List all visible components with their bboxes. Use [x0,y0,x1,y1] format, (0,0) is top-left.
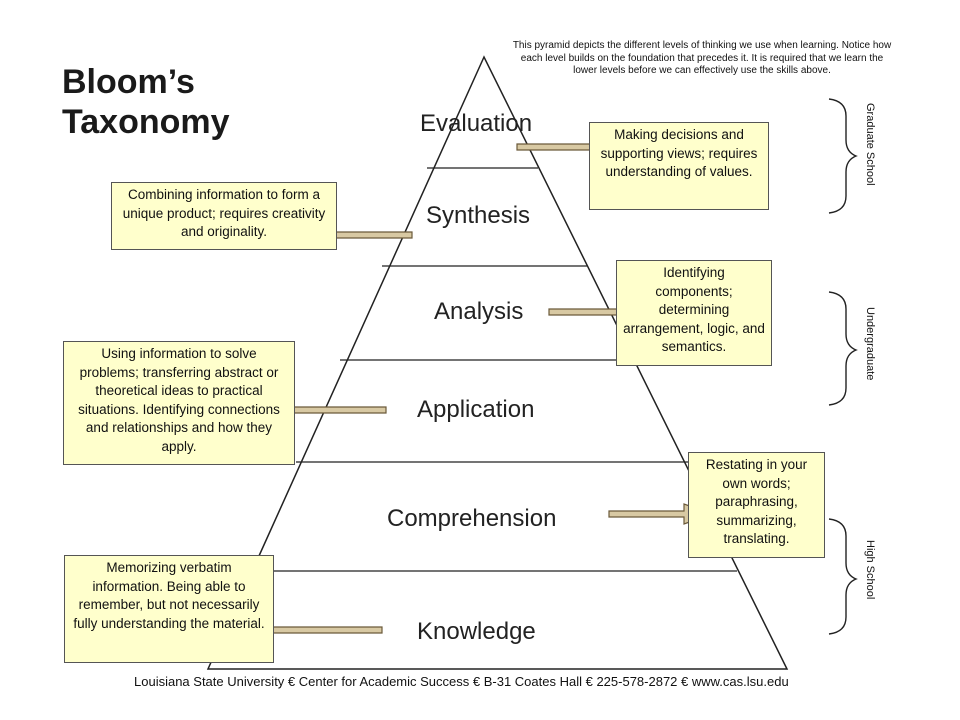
note-analysis: Identifying components; determining arra… [616,260,772,366]
level-label-evaluation: Evaluation [420,110,533,137]
title-line-2: Taxonomy [62,103,230,141]
band-label-undergraduate: Undergraduate [864,307,876,381]
note-application-text: Using information to solve problems; tra… [78,346,280,454]
brace-graduate-school [828,98,858,214]
note-synthesis: Combining information to form a unique p… [111,182,337,250]
band-label-high-school: High School [864,540,876,600]
intro-text: This pyramid depicts the different level… [512,40,892,76]
level-label-synthesis: Synthesis [426,202,531,229]
level-label-application: Application [417,396,535,423]
note-synthesis-text: Combining information to form a unique p… [122,187,326,239]
note-analysis-text: Identifying components; determining arra… [623,265,765,354]
band-label-graduate-school: Graduate School [864,103,876,186]
note-comprehension: Restating in your own words; paraphrasin… [688,452,825,558]
note-evaluation: Making decisions and supporting views; r… [589,122,769,210]
note-evaluation-text: Making decisions and supporting views; r… [600,127,758,179]
title-line-1: Bloom’s [62,63,195,101]
level-label-analysis: Analysis [434,298,524,325]
brace-high-school [828,518,858,635]
level-label-knowledge: Knowledge [417,618,536,645]
footer-text: Louisiana State University € Center for … [134,674,789,689]
page-title: Bloom’s Taxonomy [62,62,230,142]
note-knowledge: Memorizing verbatim information. Being a… [64,555,274,663]
brace-undergraduate [828,291,858,406]
note-comprehension-text: Restating in your own words; paraphrasin… [705,457,808,546]
note-application: Using information to solve problems; tra… [63,341,295,465]
note-knowledge-text: Memorizing verbatim information. Being a… [73,560,265,631]
level-label-comprehension: Comprehension [387,505,557,532]
